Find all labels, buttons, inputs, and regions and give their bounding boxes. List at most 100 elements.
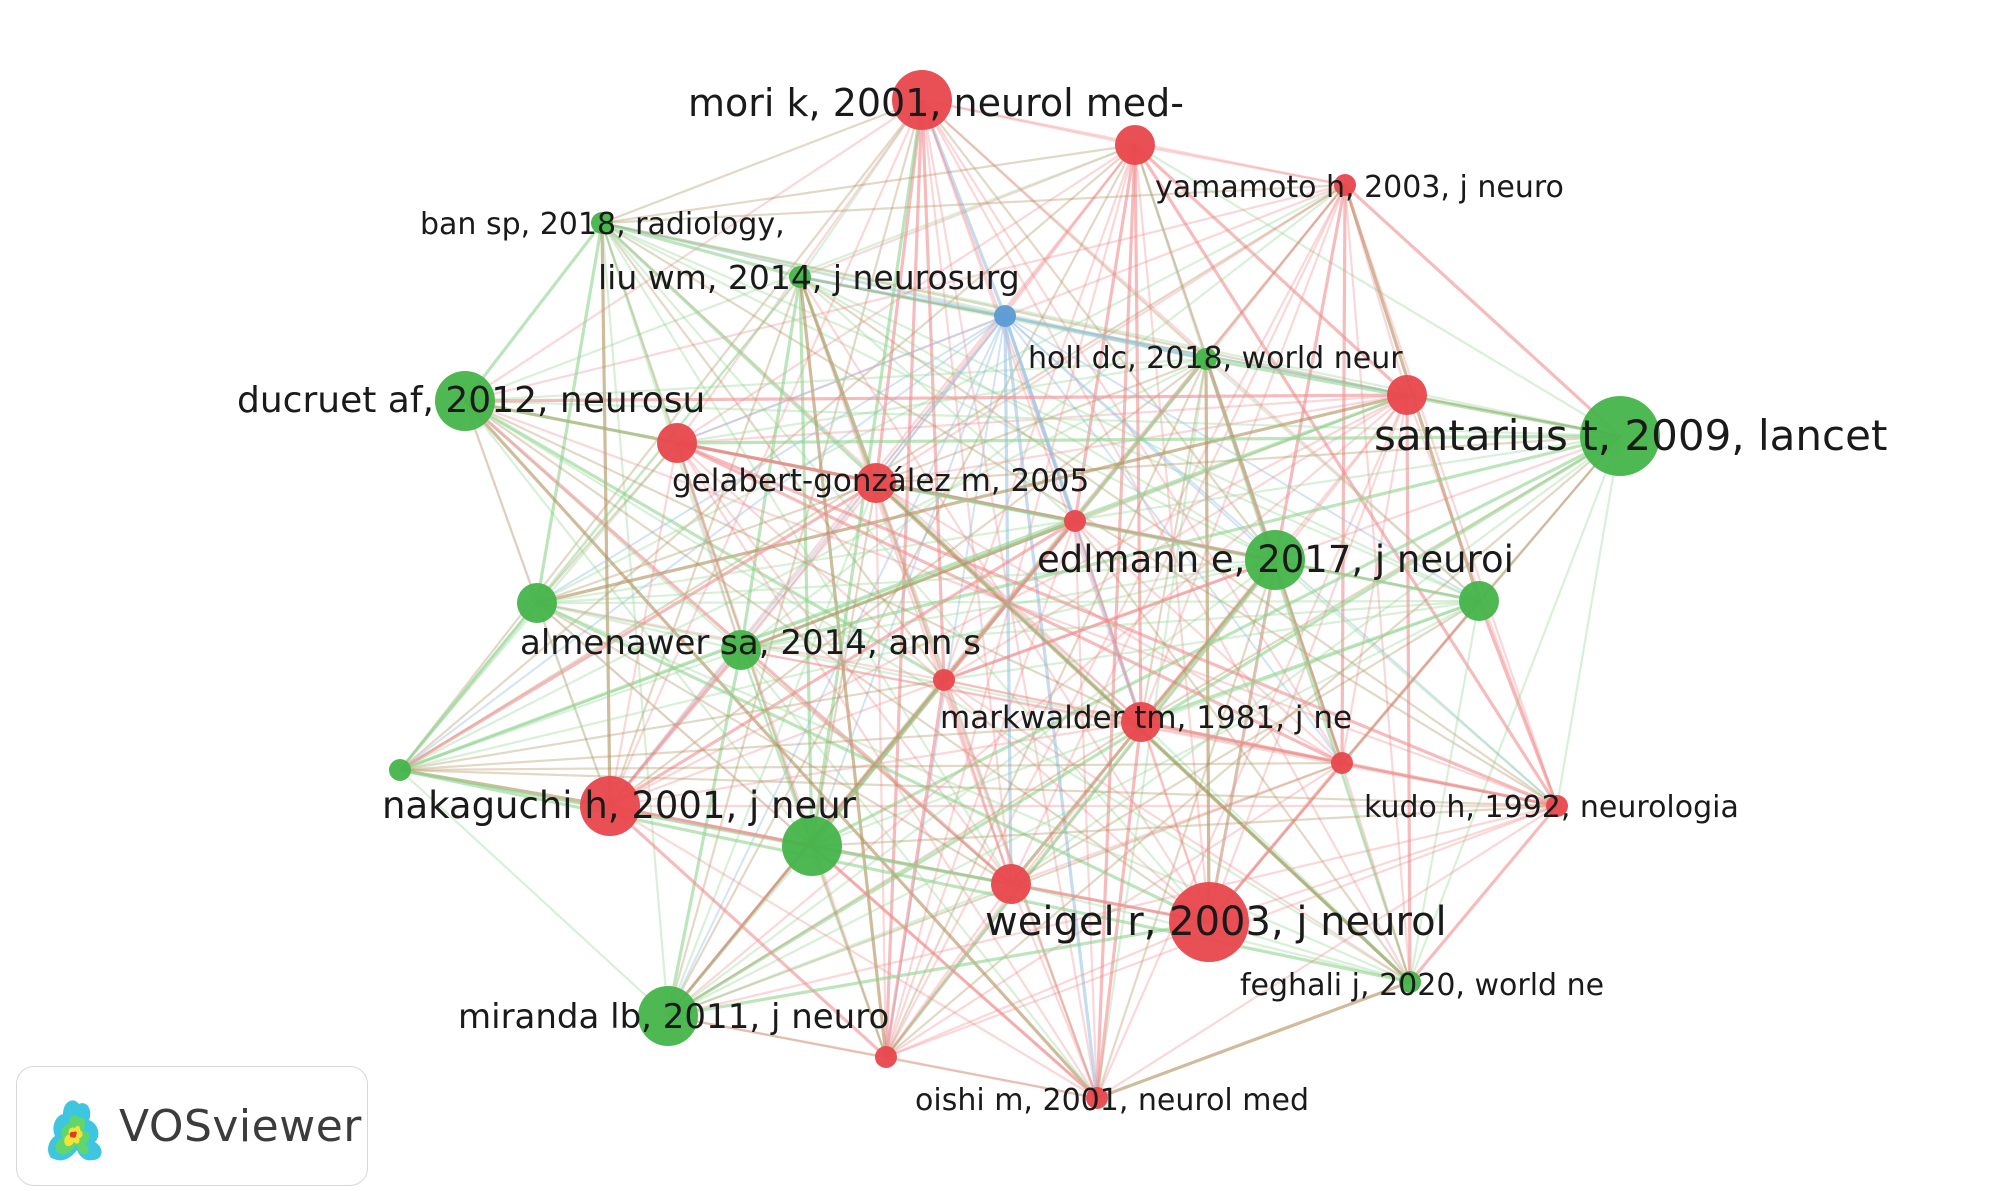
- network-edge: [667, 920, 1210, 1018]
- network-node-n_red_lowright[interactable]: [1331, 752, 1353, 774]
- network-edge: [1004, 314, 1207, 361]
- network-node-santarius[interactable]: [1580, 396, 1660, 476]
- network-edge: [464, 400, 1411, 983]
- network-edge: [884, 559, 1277, 1058]
- network-node-almenawer[interactable]: [721, 630, 761, 670]
- node-label-almenawer: almenawer sa, 2014, ann s: [520, 623, 981, 663]
- network-edge: [943, 394, 1408, 681]
- network-node-n_red_left[interactable]: [657, 423, 697, 463]
- network-edge: [921, 99, 1207, 360]
- network-node-n_green_right[interactable]: [1459, 581, 1499, 621]
- network-node-n_red_right[interactable]: [1387, 375, 1427, 415]
- network-edge: [1004, 315, 1480, 602]
- network-edge: [464, 399, 945, 682]
- network-edge: [667, 804, 1558, 1018]
- network-edge: [921, 99, 1343, 764]
- network-node-kudo[interactable]: [1546, 795, 1568, 817]
- network-edge: [600, 222, 679, 444]
- node-label-gelabert: gelabert-gonzález m, 2005: [672, 463, 1089, 499]
- node-label-markwalder: markwalder tm, 1981, j ne: [940, 700, 1352, 736]
- node-label-mori: mori k, 2001, neurol med-: [688, 81, 1184, 125]
- network-edge: [1095, 394, 1409, 1099]
- network-edge: [739, 276, 802, 651]
- network-edge: [811, 804, 1558, 848]
- node-label-holl: holl dc, 2018, world neur: [1028, 341, 1403, 376]
- network-edge: [463, 399, 1099, 1100]
- network-edge: [600, 222, 612, 807]
- network-edge: [1133, 144, 1559, 807]
- network-edge: [666, 519, 1077, 1018]
- network-edge: [608, 804, 888, 1059]
- network-edge: [885, 1055, 1098, 1100]
- network-node-edlmann[interactable]: [1245, 530, 1305, 590]
- node-label-kudo: kudo h, 1992, neurologia: [1364, 790, 1739, 825]
- network-edge: [740, 519, 1076, 652]
- network-edge: [601, 222, 1276, 561]
- network-node-markwalder[interactable]: [1121, 702, 1161, 742]
- network-node-yamamoto[interactable]: [1334, 174, 1356, 196]
- network-node-n_red_low[interactable]: [991, 864, 1031, 904]
- network-edge: [1341, 600, 1480, 764]
- network-edge: [536, 315, 1006, 604]
- network-edge: [601, 221, 1621, 438]
- network-node-n_red_center[interactable]: [1064, 510, 1086, 532]
- network-edge: [1095, 559, 1277, 1099]
- network-node-liu[interactable]: [789, 266, 811, 288]
- network-edge: [676, 434, 1621, 445]
- network-node-gelabert[interactable]: [856, 463, 896, 503]
- network-edge: [399, 393, 1408, 772]
- network-edge: [667, 600, 1480, 1017]
- node-label-ban: ban sp, 2018, radiology,: [420, 207, 785, 242]
- network-edge: [799, 276, 1276, 561]
- vosviewer-logo-text: VOSviewer: [119, 1100, 362, 1152]
- network-edge: [676, 441, 1558, 808]
- network-edge: [608, 648, 743, 808]
- network-edge: [1073, 144, 1137, 522]
- network-edge: [920, 99, 1007, 317]
- network-node-feghali[interactable]: [1399, 971, 1421, 993]
- network-node-mori[interactable]: [892, 70, 952, 130]
- network-edge: [675, 442, 888, 1058]
- network-edge: [666, 99, 924, 1017]
- network-edge: [676, 393, 1408, 445]
- network-edge: [740, 649, 1098, 1099]
- network-node-miranda[interactable]: [638, 986, 698, 1046]
- network-edge: [464, 183, 1346, 403]
- network-edge: [601, 143, 1136, 225]
- network-node-n_green_farleft[interactable]: [389, 759, 411, 781]
- network-node-blue[interactable]: [994, 305, 1016, 327]
- network-node-ducruet[interactable]: [435, 371, 495, 431]
- network-node-holl[interactable]: [1195, 348, 1217, 370]
- network-edge: [740, 599, 1480, 652]
- network-edge: [1010, 184, 1346, 885]
- network-edge: [464, 393, 1408, 403]
- network-edge: [1405, 394, 1412, 983]
- network-edge: [1204, 358, 1412, 983]
- network-node-oishi[interactable]: [1086, 1087, 1108, 1109]
- network-edge: [740, 648, 1343, 765]
- network-edge: [536, 442, 678, 604]
- network-edge: [810, 845, 888, 1058]
- network-edge: [1096, 980, 1411, 1100]
- network-edge: [1343, 183, 1622, 438]
- network-edge: [667, 559, 1276, 1017]
- network-edge: [399, 315, 1006, 771]
- network-node-n_red_bottom[interactable]: [875, 1046, 897, 1068]
- network-node-n_red_top[interactable]: [1115, 125, 1155, 165]
- network-edge: [943, 558, 1276, 682]
- network-edge: [536, 602, 1012, 885]
- network-edge: [921, 99, 1276, 561]
- network-node-nakaguchi[interactable]: [580, 776, 640, 836]
- network-edge: [1010, 761, 1343, 886]
- network-edge: [798, 276, 814, 847]
- network-node-n_red_mid[interactable]: [933, 669, 955, 691]
- network-edge: [536, 481, 877, 605]
- network-edge: [676, 315, 1006, 444]
- network-node-n_green_left[interactable]: [517, 583, 557, 623]
- network-node-weigel[interactable]: [1169, 882, 1249, 962]
- network-edge: [1003, 315, 1099, 1099]
- network-node-ban[interactable]: [591, 212, 613, 234]
- node-label-santarius: santarius t, 2009, lancet: [1374, 411, 1887, 460]
- network-edge: [536, 601, 1210, 924]
- network-node-n_green_low[interactable]: [782, 816, 842, 876]
